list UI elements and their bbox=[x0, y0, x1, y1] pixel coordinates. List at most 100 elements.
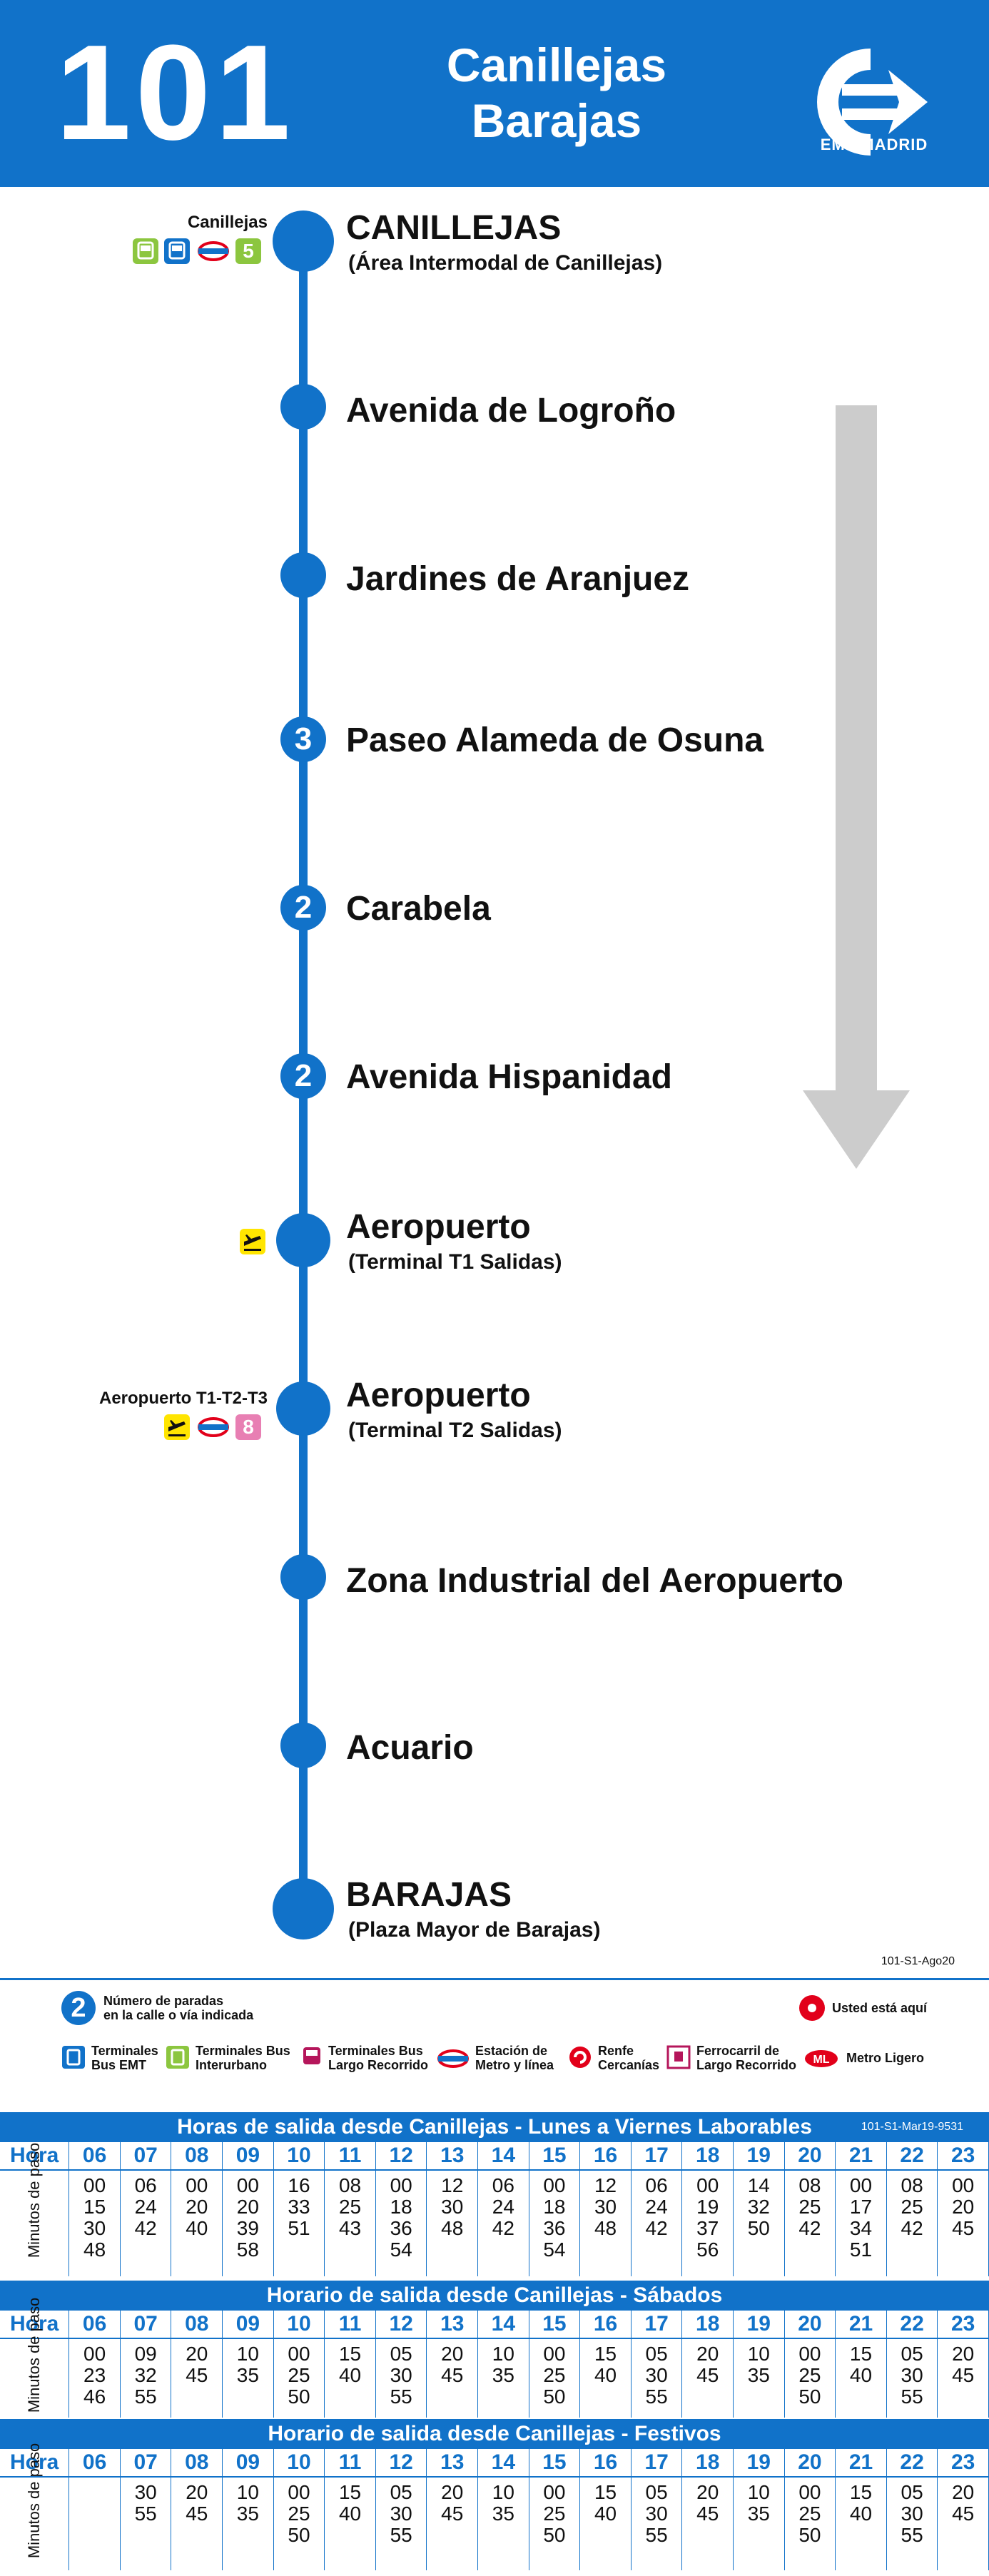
stop-name: Acuario bbox=[346, 1729, 474, 1767]
minute-value: 50 bbox=[798, 2524, 821, 2546]
stop-subtitle: (Terminal T1 Salidas) bbox=[348, 1250, 562, 1274]
hour-header: 17 bbox=[631, 2311, 683, 2338]
hour-header: 22 bbox=[886, 2311, 938, 2338]
you-are-here-icon bbox=[799, 1995, 825, 2021]
hour-header: 23 bbox=[937, 2311, 989, 2338]
metro-icon bbox=[437, 2049, 469, 2068]
minute-value: 14 bbox=[747, 2174, 770, 2196]
hour-header: 14 bbox=[477, 2449, 529, 2477]
emt-logo-icon bbox=[817, 49, 928, 156]
stop-marker bbox=[276, 1213, 330, 1267]
minute-value: 35 bbox=[747, 2503, 770, 2525]
hour-header: 16 bbox=[579, 2449, 632, 2477]
minute-value: 00 bbox=[288, 2343, 310, 2365]
minute-value: 36 bbox=[390, 2217, 412, 2239]
route-number: 101 bbox=[56, 17, 295, 168]
stop-name: Avenida de Logroño bbox=[346, 392, 676, 430]
minute-value: 30 bbox=[645, 2503, 668, 2525]
stops-count-sample: 2 bbox=[61, 1991, 96, 2025]
minute-value: 00 bbox=[543, 2481, 566, 2503]
header-banner: 101 Canillejas Barajas EMT MADRID bbox=[0, 0, 989, 187]
hour-header: 09 bbox=[222, 2449, 274, 2477]
hour-header: 07 bbox=[120, 2449, 172, 2477]
minute-value: 48 bbox=[441, 2217, 464, 2239]
stop-name: BARAJAS bbox=[346, 1876, 512, 1914]
minutes-label-text: Minutos de paso bbox=[25, 2443, 44, 2559]
minute-value: 45 bbox=[696, 2503, 719, 2525]
minute-value: 45 bbox=[952, 2503, 975, 2525]
minute-value: 00 bbox=[952, 2174, 975, 2196]
saturday-timetable-title: Horario de salida desde Canillejas - Sáb… bbox=[0, 2281, 989, 2311]
minute-value: 40 bbox=[338, 2364, 362, 2386]
minute-value: 40 bbox=[594, 2364, 617, 2386]
hour-header: 06 bbox=[69, 2142, 121, 2170]
hour-header: 08 bbox=[171, 2311, 223, 2338]
minute-value: 58 bbox=[236, 2238, 259, 2261]
minute-value: 45 bbox=[952, 2364, 975, 2386]
weekday-timetable-title: Horas de salida desde Canillejas - Lunes… bbox=[0, 2112, 989, 2142]
minute-value: 50 bbox=[288, 2385, 310, 2408]
minute-value: 45 bbox=[186, 2364, 208, 2386]
minute-value: 20 bbox=[441, 2343, 464, 2365]
stop-marker bbox=[280, 1554, 326, 1600]
interurban-bus-icon bbox=[133, 238, 158, 264]
minute-value: 55 bbox=[901, 2385, 923, 2408]
hour-header: 21 bbox=[835, 2449, 887, 2477]
minute-value: 42 bbox=[798, 2217, 821, 2239]
hour-header: 17 bbox=[631, 2142, 683, 2170]
minute-value: 25 bbox=[543, 2364, 566, 2386]
minute-value: 15 bbox=[594, 2481, 617, 2503]
hour-header-label: Hora bbox=[0, 2449, 70, 2477]
minute-value: 00 bbox=[543, 2343, 566, 2365]
minute-value: 10 bbox=[492, 2343, 514, 2365]
minute-value: 20 bbox=[952, 2481, 975, 2503]
minute-value: 35 bbox=[492, 2503, 514, 2525]
minutes-row-label: Minutos de paso bbox=[0, 2298, 70, 2418]
renfe-icon bbox=[569, 2047, 591, 2068]
minute-value: 15 bbox=[83, 2196, 106, 2218]
weekday-title-text: Horas de salida desde Canillejas - Lunes… bbox=[177, 2115, 812, 2139]
minute-value: 40 bbox=[186, 2217, 208, 2239]
stop-marker bbox=[280, 552, 326, 598]
minute-value: 10 bbox=[236, 2343, 259, 2365]
stop-name: Carabela bbox=[346, 890, 491, 928]
hour-header: 14 bbox=[477, 2142, 529, 2170]
minute-value: 55 bbox=[134, 2385, 157, 2408]
hour-header: 19 bbox=[733, 2449, 785, 2477]
hour-header: 10 bbox=[273, 2311, 325, 2338]
minute-value: 15 bbox=[338, 2481, 362, 2503]
minute-value: 40 bbox=[594, 2503, 617, 2525]
minute-value: 20 bbox=[236, 2196, 259, 2218]
hour-header: 07 bbox=[120, 2142, 172, 2170]
minute-value: 25 bbox=[798, 2364, 821, 2386]
hour-header: 07 bbox=[120, 2311, 172, 2338]
minute-value: 48 bbox=[594, 2217, 617, 2239]
minute-value: 39 bbox=[236, 2217, 259, 2239]
minutes-row-label: Minutos de paso bbox=[0, 2443, 70, 2570]
stop-marker bbox=[276, 1381, 330, 1436]
stop-name: Avenida Hispanidad bbox=[346, 1058, 672, 1096]
